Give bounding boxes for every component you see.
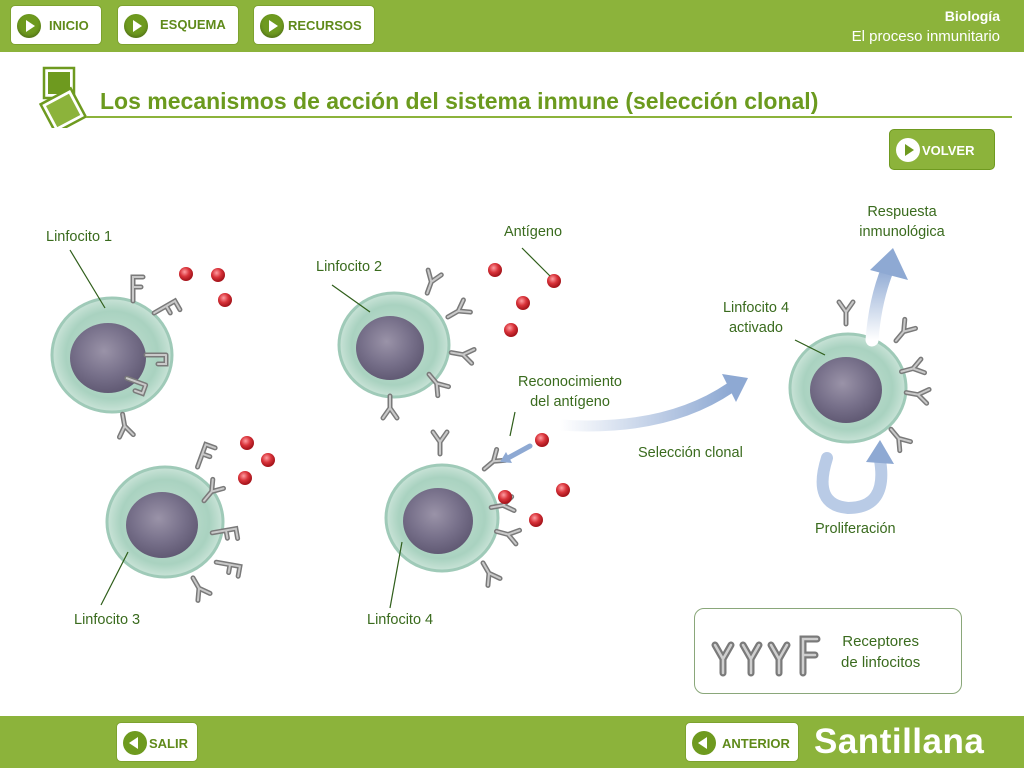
inicio-label: INICIO [49, 17, 89, 33]
topic-name: El proceso inmunitario [851, 28, 1000, 45]
back-icon [692, 731, 716, 755]
volver-label: VOLVER [922, 143, 975, 158]
label-linfocito-4-activado: Linfocito 4 activado [712, 298, 800, 338]
recognition-arrowhead [500, 452, 512, 463]
proliferation-arrowhead [866, 440, 894, 464]
play-icon [17, 14, 41, 38]
salir-button[interactable]: SALIR [116, 722, 198, 762]
play-icon [896, 138, 920, 162]
anterior-label: ANTERIOR [722, 736, 790, 751]
label-reconocimiento-line1: Reconocimiento [518, 374, 622, 390]
play-icon [260, 14, 284, 38]
label-antigeno: Antígeno [504, 224, 563, 240]
selection-arrowhead [722, 374, 748, 402]
volver-button[interactable]: VOLVER [889, 129, 995, 170]
label-linfocito-4: Linfocito 4 [367, 612, 434, 628]
label-activado-line2: activado [728, 320, 783, 336]
inicio-button[interactable]: INICIO [10, 5, 102, 45]
anterior-button[interactable]: ANTERIOR [685, 722, 799, 762]
label-proliferacion: Proliferación [815, 521, 896, 537]
label-respuesta-line2: inmunológica [859, 224, 945, 240]
label-linfocito-3: Linfocito 3 [74, 612, 141, 628]
label-reconocimiento-line2: del antígeno [530, 394, 610, 410]
leader-lines [69, 247, 826, 609]
salir-label: SALIR [149, 736, 188, 751]
response-arrowhead [870, 248, 908, 280]
selection-arrow [554, 382, 736, 432]
lymphocyte-2 [337, 270, 474, 418]
legend-line1: Receptores [842, 633, 919, 650]
legend-line2: de linfocitos [841, 654, 921, 671]
recursos-button[interactable]: RECURSOS [253, 5, 375, 45]
label-seleccion-clonal: Selección clonal [638, 445, 743, 461]
label-reconocimiento: Reconocimiento del antígeno [508, 372, 632, 412]
activated-lymphocyte-4 [788, 302, 929, 451]
lymphocyte-4 [384, 432, 520, 585]
title-underline [86, 116, 1012, 118]
label-linfocito-2: Linfocito 2 [316, 259, 383, 275]
santillana-logo: Santillana [814, 722, 985, 761]
receptor-legend-icon [711, 635, 821, 677]
label-respuesta-line1: Respuesta [867, 204, 937, 220]
page-title: Los mecanismos de acción del sistema inm… [100, 88, 819, 114]
label-respuesta-inmunologica: Respuesta inmunológica [846, 202, 958, 242]
legend-text: Receptores de linfocitos [841, 631, 920, 673]
play-icon [124, 14, 148, 38]
response-arrow [865, 261, 895, 347]
esquema-button[interactable]: ESQUEMA [117, 5, 239, 45]
title-squares-icon [38, 66, 88, 128]
esquema-label: ESQUEMA [160, 17, 226, 32]
back-icon [123, 731, 147, 755]
subject-name: Biología [944, 8, 1000, 24]
recognition-arrow [505, 443, 533, 461]
label-activado-line1: Linfocito 4 [722, 300, 790, 316]
subject-header: Biología El proceso inmunitario [852, 8, 1000, 45]
recursos-label: RECURSOS [288, 17, 362, 33]
proliferation-arrow [816, 452, 888, 515]
legend-box: Receptores de linfocitos [694, 608, 962, 694]
lymphocyte-1 [50, 277, 180, 437]
lymphocyte-3 [105, 444, 240, 600]
label-linfocito-1: Linfocito 1 [46, 229, 113, 245]
